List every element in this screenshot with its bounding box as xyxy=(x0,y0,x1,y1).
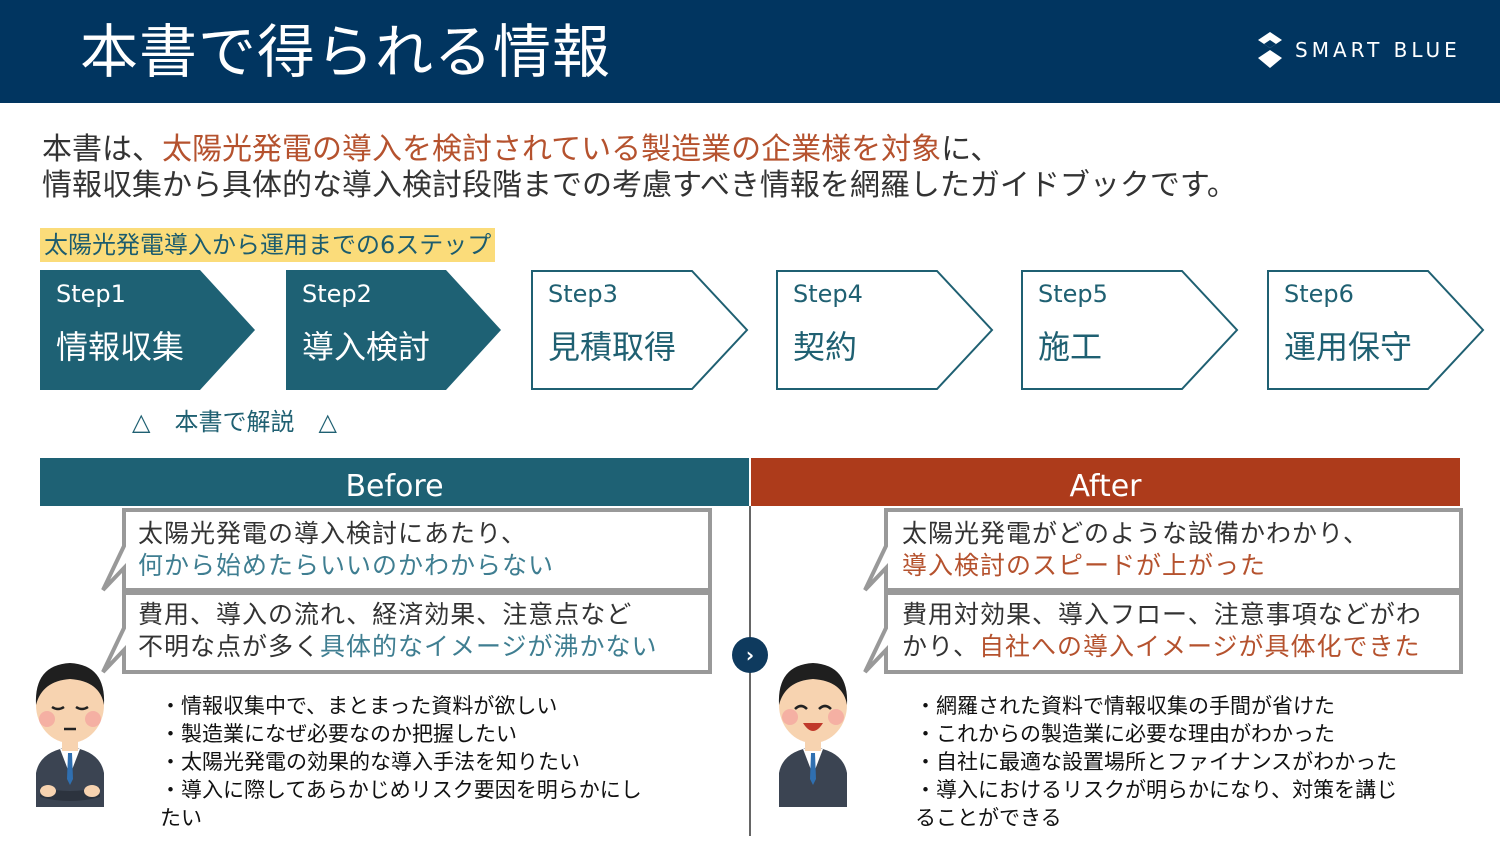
step-1-name: 情報収集 xyxy=(56,328,185,366)
header-bar: 本書で得られる情報 SMART BLUE xyxy=(0,0,1500,103)
before-bubble-1 xyxy=(101,508,712,592)
list-item: ・導入に際してあらかじめリスク要因を明らかにし xyxy=(160,778,642,802)
step-3-chevron xyxy=(531,270,749,390)
step-4-name: 契約 xyxy=(793,328,858,366)
list-item: ・太陽光発電の効果的な導入手法を知りたい xyxy=(160,750,580,774)
step-5-chevron xyxy=(1021,270,1239,390)
after-bubble-1-line-1: 太陽光発電がどのような設備かわかり、 xyxy=(902,519,1370,548)
step-3-number: Step3 xyxy=(548,280,618,308)
worried-businessman-icon xyxy=(35,663,105,807)
step-6-number: Step6 xyxy=(1284,280,1354,308)
before-header: Before xyxy=(40,458,749,506)
step-5-name: 施工 xyxy=(1038,328,1103,366)
step-2-chevron xyxy=(286,270,501,390)
step-1-number: Step1 xyxy=(56,280,126,308)
list-item: ・自社に最適な設置場所とファイナンスがわかった xyxy=(915,750,1398,774)
after-bubble-2-line-1: 費用対効果、導入フロー、注意事項などがわ xyxy=(902,600,1422,629)
after-bubble-1-line-2: 導入検討のスピードが上がった xyxy=(902,551,1267,580)
after-bubble-2 xyxy=(863,591,1463,674)
list-item: ・情報収集中で、まとまった資料が欲しい xyxy=(160,694,558,718)
step-3-name: 見積取得 xyxy=(548,328,677,366)
step-4-chevron xyxy=(776,270,994,390)
step-4-number: Step4 xyxy=(793,280,863,308)
logo-text: SMART BLUE xyxy=(1295,38,1461,62)
intro-text: 本書は、太陽光発電の導入を検討されている製造業の企業様を対象に、 情報収集から具… xyxy=(42,132,1237,204)
list-item: たい xyxy=(160,806,202,830)
step-6-chevron xyxy=(1267,270,1485,390)
before-bubble-1-line-2: 何から始めたらいいのかわからない xyxy=(138,551,555,580)
list-item: ・網羅された資料で情報収集の手間が省けた xyxy=(915,694,1335,718)
before-bubble-2 xyxy=(101,591,712,674)
step-5-number: Step5 xyxy=(1038,280,1108,308)
list-item: ることができる xyxy=(915,806,1062,830)
intro-line-2: 情報収集から具体的な導入検討段階までの考慮すべき情報を網羅したガイドブックです。 xyxy=(42,168,1237,203)
steps-note: △ 本書で解説 △ xyxy=(132,408,337,436)
after-bubble-1 xyxy=(863,508,1463,592)
before-bubble-2-line-1: 費用、導入の流れ、経済効果、注意点など xyxy=(138,600,633,629)
intro-line-1: 本書は、太陽光発電の導入を検討されている製造業の企業様を対象に、 xyxy=(42,132,1001,167)
after-header: After xyxy=(751,458,1460,506)
after-bubble-2-line-2: かり、自社への導入イメージが具体化できた xyxy=(902,632,1421,661)
happy-businessman-icon xyxy=(778,663,848,807)
before-list: ・情報収集中で、まとまった資料が欲しい ・製造業になぜ必要なのか把握したい ・太… xyxy=(160,692,642,832)
page-title: 本書で得られる情報 xyxy=(80,18,612,86)
smartblue-logo-icon xyxy=(1258,32,1282,68)
step-6-name: 運用保守 xyxy=(1284,328,1413,366)
steps-tag: 太陽光発電導入から運用までの6ステップ xyxy=(40,228,496,262)
list-item: ・導入におけるリスクが明らかになり、対策を講じ xyxy=(915,778,1398,802)
step-2-number: Step2 xyxy=(302,280,372,308)
list-item: ・製造業になぜ必要なのか把握したい xyxy=(160,722,517,746)
logo: SMART BLUE xyxy=(1255,30,1461,70)
after-list: ・網羅された資料で情報収集の手間が省けた ・これからの製造業に必要な理由がわかっ… xyxy=(915,692,1397,832)
step-2-name: 導入検討 xyxy=(302,328,431,366)
before-bubble-1-line-1: 太陽光発電の導入検討にあたり、 xyxy=(138,519,528,548)
intro-highlight: 太陽光発電の導入を検討されている製造業の企業様を対象 xyxy=(162,132,942,167)
arrow-right-icon: › xyxy=(732,637,768,673)
before-bubble-2-line-2: 不明な点が多く具体的なイメージが沸かない xyxy=(138,632,658,661)
list-item: ・これからの製造業に必要な理由がわかった xyxy=(915,722,1335,746)
step-1-chevron xyxy=(40,270,255,390)
